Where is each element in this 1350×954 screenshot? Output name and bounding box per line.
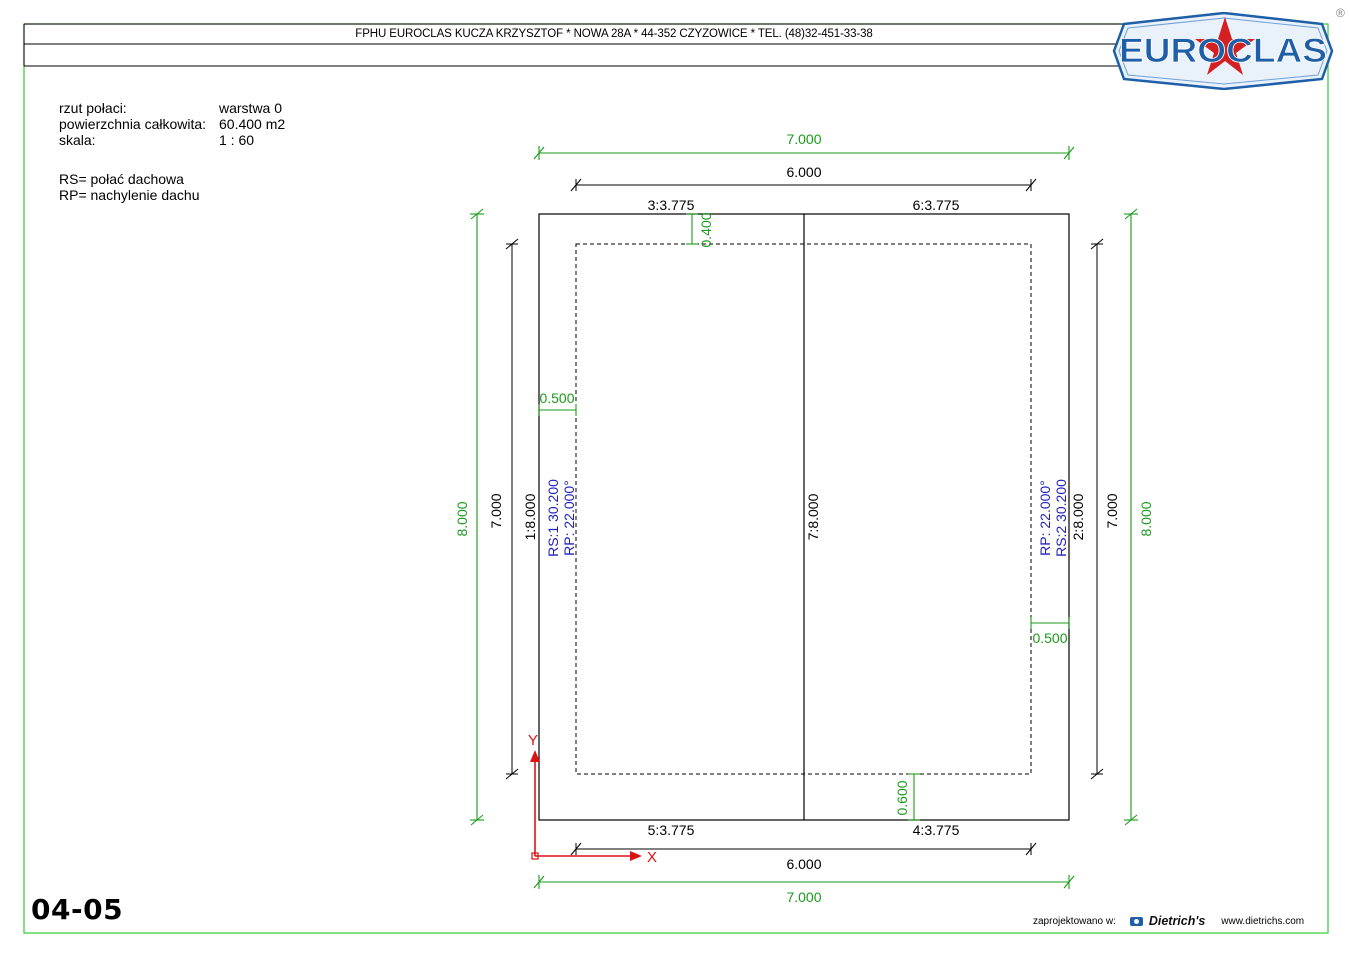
dim-bottom-total: 7.000 <box>786 889 821 905</box>
dim-overhang-right: 0.500 <box>1032 630 1067 646</box>
info-label: skala: <box>59 132 96 148</box>
dim-top-total: 7.000 <box>786 131 821 147</box>
dim-overhang-bottom: 0.600 <box>894 780 910 815</box>
coordinate-axes <box>530 750 642 861</box>
dim-right-wall: 7.000 <box>1104 493 1120 528</box>
company-header: FPHU EUROCLAS KUCZA KRZYSZTOF * NOWA 28A… <box>355 28 873 40</box>
title-frame <box>23 23 1329 934</box>
footer: zaprojektowano w: Dietrich's www.dietric… <box>1033 914 1304 928</box>
logo-text: EUROCLAS <box>1119 32 1327 70</box>
dimension-lines-green <box>470 146 1138 889</box>
edge-label-right: 2:8.000 <box>1070 493 1086 540</box>
roof-outline <box>538 213 1070 821</box>
info-value: warstwa 0 <box>219 100 283 116</box>
dim-left-wall: 7.000 <box>488 493 504 528</box>
dietrichs-brand: Dietrich's <box>1148 914 1206 928</box>
edge-label-left: 1:8.000 <box>522 493 538 540</box>
slope-rp-1: RP: 22.000° <box>561 480 577 556</box>
legend-item: RP= nachylenie dachu <box>59 187 200 203</box>
dim-overhang-left: 0.500 <box>539 390 574 406</box>
edge-label-ridge: 7:8.000 <box>805 493 821 540</box>
info-block: rzut połaci: warstwa 0 powierzchnia całk… <box>59 100 285 148</box>
info-row: skala: 1 : 60 <box>59 132 285 148</box>
axis-x-label: X <box>647 849 657 866</box>
edge-label-bottom-right: 4:3.775 <box>913 822 960 838</box>
info-label: rzut połaci: <box>59 100 127 116</box>
info-label: powierzchnia całkowita: <box>59 116 207 132</box>
info-value: 1 : 60 <box>219 132 255 148</box>
dim-overhang-top: 0.400 <box>698 212 714 247</box>
slope-rs-2: RS:2 30.200 <box>1053 479 1069 557</box>
edge-label-top-right: 6:3.775 <box>913 197 960 213</box>
designed-in-label: zaprojektowano w: <box>1033 915 1116 927</box>
slope-rp-2: RP: 22.000° <box>1037 480 1053 556</box>
dim-right-total: 8.000 <box>1138 501 1154 536</box>
info-row: powierzchnia całkowita: 60.400 m2 <box>59 116 285 132</box>
info-value: 60.400 m2 <box>219 116 286 132</box>
slope-rs-1: RS:1 30.200 <box>545 479 561 557</box>
website-link[interactable]: www.dietrichs.com <box>1221 915 1305 927</box>
edge-label-top-left: 3:3.775 <box>648 197 695 213</box>
dim-bottom-wall: 6.000 <box>786 856 821 872</box>
dimension-lines-black <box>505 178 1104 856</box>
dim-top-wall: 6.000 <box>786 164 821 180</box>
dim-left-total: 8.000 <box>454 501 470 536</box>
legend-block: RS= połać dachowa RP= nachylenie dachu <box>59 171 200 203</box>
legend-item: RS= połać dachowa <box>59 171 184 187</box>
edge-label-bottom-left: 5:3.775 <box>648 822 695 838</box>
axis-y-label: Y <box>528 732 538 749</box>
info-row: rzut połaci: warstwa 0 <box>59 100 285 116</box>
wall-outline-dashed <box>575 243 1032 775</box>
dietrichs-icon <box>1129 916 1143 926</box>
registered-mark: ® <box>1336 6 1345 20</box>
euroclas-logo: EUROCLAS <box>1112 11 1334 91</box>
sheet-number: 04-05 <box>31 893 124 926</box>
